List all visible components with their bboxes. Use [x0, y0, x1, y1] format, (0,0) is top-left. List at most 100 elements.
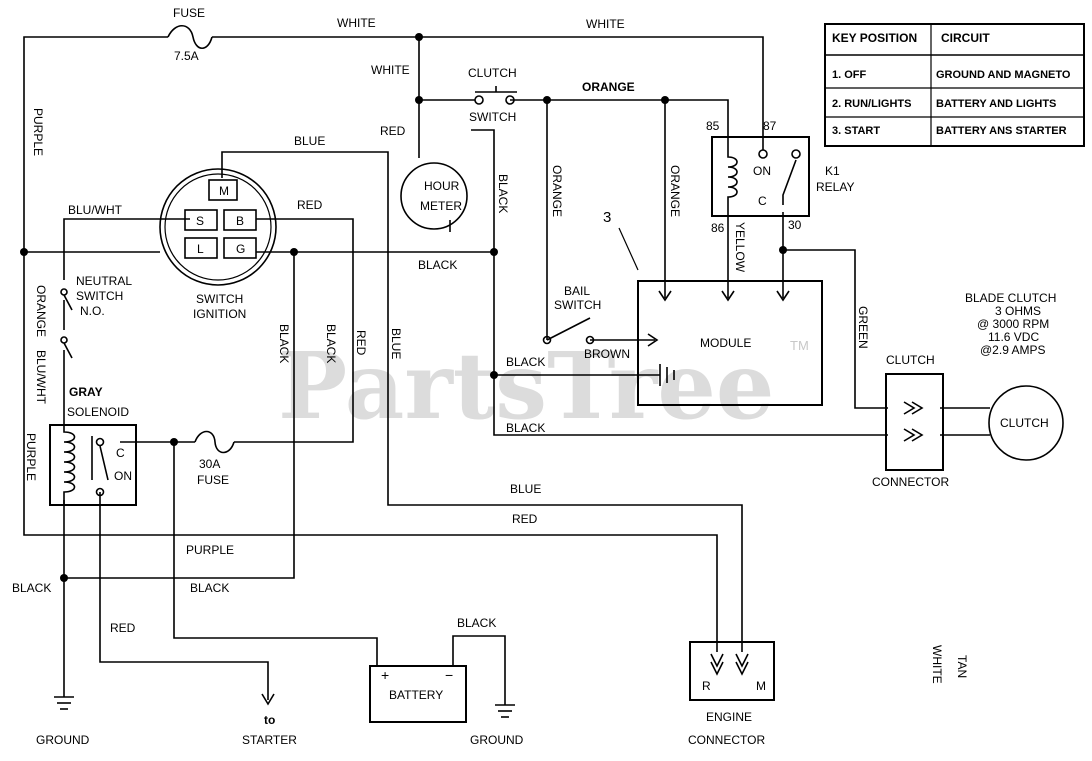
- table-cell: 1. OFF: [832, 69, 867, 81]
- table-cell: BATTERY ANS STARTER: [936, 125, 1067, 137]
- fuse-30a-rating: 30A: [199, 457, 220, 471]
- clutch-connector: CLUTCH CONNECTOR: [872, 353, 949, 489]
- wire-label-purple: PURPLE: [24, 433, 38, 481]
- neutral-switch-label2: SWITCH: [76, 289, 123, 303]
- wire-label-orange: ORANGE: [550, 165, 564, 217]
- wire-label-black: BLACK: [496, 174, 510, 213]
- hour-meter: HOUR METER: [400, 162, 468, 230]
- k1-relay: 85 87 86 30 ON C K1 RELAY: [706, 119, 854, 235]
- fuse-top-label: FUSE: [173, 6, 205, 20]
- watermark: PartsTree: [278, 332, 774, 440]
- table-cell: 3. START: [832, 125, 880, 137]
- module-ref: 3: [603, 209, 611, 226]
- relay-pin-86: 86: [711, 221, 725, 235]
- wire-labels: WHITE WHITE WHITE BLUE RED ORANGE RED BL…: [12, 16, 969, 684]
- ground-symbols: GROUND GROUND: [36, 696, 524, 747]
- hour-meter-label2: METER: [420, 199, 462, 213]
- engine-connector-label: ENGINE: [706, 710, 752, 724]
- bail-switch: BAIL SWITCH: [542, 284, 601, 345]
- neutral-switch-label: NEUTRAL: [76, 274, 132, 288]
- clutch-switch-label: CLUTCH: [468, 66, 517, 80]
- engine-connector-r: R: [702, 679, 711, 693]
- wire-label-black: BLACK: [457, 616, 496, 630]
- wire-label-black: BLACK: [324, 324, 338, 363]
- solenoid-on: ON: [114, 469, 132, 483]
- relay-pin-30: 30: [788, 218, 802, 232]
- terminal-l: L: [197, 242, 204, 256]
- wires: [23, 24, 990, 706]
- wire-label-purple: PURPLE: [186, 543, 234, 557]
- wire-label-purple: PURPLE: [31, 108, 45, 156]
- terminal-m: M: [219, 184, 229, 198]
- wire-label-white: WHITE: [930, 645, 944, 684]
- wire-label-black: BLACK: [190, 581, 229, 595]
- wire-label-red: RED: [380, 124, 406, 138]
- battery-label: BATTERY: [389, 688, 443, 702]
- starter-to: to: [264, 713, 275, 727]
- engine-connector: R M ENGINE CONNECTOR: [688, 641, 775, 747]
- fuse-30a-label: FUSE: [197, 473, 229, 487]
- watermark-tm: TM: [790, 338, 809, 353]
- wire-label-yellow: YELLOW: [733, 222, 747, 273]
- wire-label-brown: BROWN: [584, 347, 630, 361]
- arrowheads: [647, 290, 924, 676]
- relay-name2: RELAY: [816, 180, 854, 194]
- table-cell: BATTERY AND LIGHTS: [936, 98, 1056, 110]
- key-position-table: KEY POSITION CIRCUIT 1. OFF GROUND AND M…: [824, 23, 1085, 147]
- ground-right-label: GROUND: [470, 733, 524, 747]
- engine-connector-m: M: [756, 679, 766, 693]
- wire-label-white: WHITE: [337, 16, 376, 30]
- relay-on: ON: [753, 164, 771, 178]
- ground-left-label: GROUND: [36, 733, 90, 747]
- relay-name: K1: [825, 164, 840, 178]
- wire-label-blu-wht: BLU/WHT: [34, 350, 48, 405]
- blade-clutch-line: @ 3000 RPM: [977, 317, 1049, 331]
- table-header-key: KEY POSITION: [832, 31, 917, 45]
- starter-label: STARTER: [242, 733, 297, 747]
- wire-label-orange: ORANGE: [582, 80, 635, 94]
- wire-label-red: RED: [297, 198, 323, 212]
- relay-pin-85: 85: [706, 119, 720, 133]
- table-cell: GROUND AND MAGNETO: [936, 69, 1071, 81]
- fuse-7-5a: FUSE 7.5A: [173, 6, 205, 63]
- battery-minus: −: [445, 667, 453, 683]
- wire-label-orange: ORANGE: [34, 285, 48, 337]
- solenoid: GRAY SOLENOID C ON: [49, 385, 137, 506]
- wire-label-black: BLACK: [12, 581, 51, 595]
- blade-clutch-spec: BLADE CLUTCH 3 OHMS @ 3000 RPM 11.6 VDC …: [965, 291, 1056, 357]
- neutral-switch-label3: N.O.: [80, 304, 105, 318]
- blade-clutch-line: 3 OHMS: [995, 304, 1041, 318]
- engine-connector-label2: CONNECTOR: [688, 733, 765, 747]
- wire-label-blue: BLUE: [294, 134, 325, 148]
- blade-clutch-line: @2.9 AMPS: [980, 343, 1046, 357]
- wire-label-red: RED: [110, 621, 136, 635]
- battery-plus: +: [381, 667, 389, 683]
- bail-switch-label2: SWITCH: [554, 298, 601, 312]
- wire-label-blue: BLUE: [510, 482, 541, 496]
- table-header-circuit: CIRCUIT: [941, 31, 990, 45]
- terminal-g: G: [236, 242, 245, 256]
- clutch-connector-top: CLUTCH: [886, 353, 935, 367]
- wire-label-red: RED: [354, 330, 368, 356]
- wire-label-white: WHITE: [586, 17, 625, 31]
- fuse-top-rating: 7.5A: [174, 49, 199, 63]
- ignition-switch-label2: IGNITION: [193, 307, 246, 321]
- wire-label-black: BLACK: [418, 258, 457, 272]
- table-cell: 2. RUN/LIGHTS: [832, 98, 911, 110]
- starter: to STARTER: [242, 713, 297, 747]
- wire-label-white: WHITE: [371, 63, 410, 77]
- relay-c: C: [758, 194, 767, 208]
- solenoid-color: GRAY: [69, 385, 103, 399]
- battery: BATTERY + −: [369, 665, 467, 723]
- clutch: CLUTCH: [988, 385, 1064, 461]
- wire-label-black: BLACK: [506, 355, 545, 369]
- clutch-connector-bottom: CONNECTOR: [872, 475, 949, 489]
- wire-label-green: GREEN: [856, 306, 870, 349]
- wire-label-black: BLACK: [277, 324, 291, 363]
- clutch-label: CLUTCH: [1000, 416, 1049, 430]
- solenoid-c: C: [116, 446, 125, 460]
- terminal-b: B: [236, 214, 244, 228]
- ignition-switch-label: SWITCH: [196, 292, 243, 306]
- solenoid-label: SOLENOID: [67, 405, 129, 419]
